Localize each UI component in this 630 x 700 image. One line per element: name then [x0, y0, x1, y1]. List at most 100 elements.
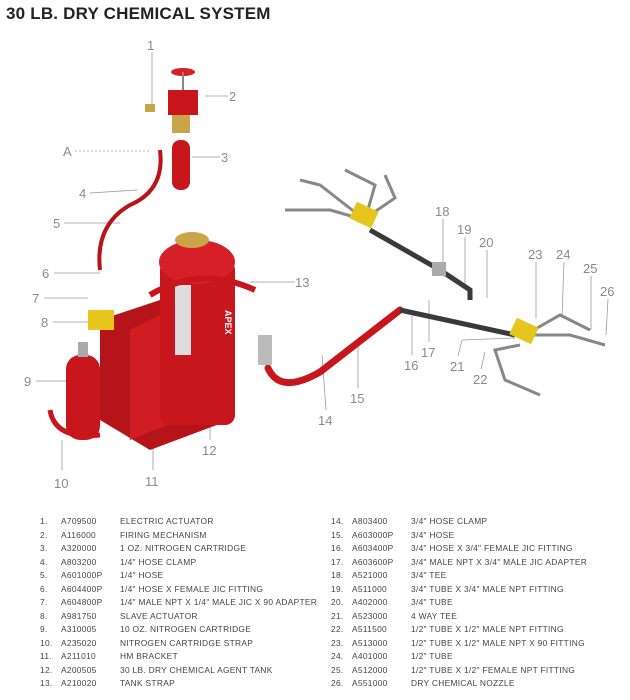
callout-17: 17	[421, 345, 435, 360]
part-number: 10.	[40, 637, 53, 648]
part-description: 30 LB. DRY CHEMICAL AGENT TANK	[120, 664, 273, 675]
slave-actuator	[88, 310, 114, 330]
part-description: NITROGEN CARTRIDGE STRAP	[120, 637, 254, 648]
callout-23: 23	[528, 247, 542, 262]
part-number: 20.	[331, 597, 344, 607]
page-title: 30 LB. DRY CHEMICAL SYSTEM	[6, 4, 271, 23]
part-code: A551000	[352, 678, 388, 688]
part-number: 18.	[331, 570, 344, 580]
part-description: 3/4" HOSE	[411, 529, 455, 540]
part-description: 1/2" TUBE X 1/2" MALE NPT FITTING	[411, 624, 564, 634]
callout-14: 14	[318, 413, 332, 428]
part-number: 24.	[331, 651, 344, 661]
parts-list-row: 15. A603000P 3/4" HOSE	[331, 530, 587, 544]
part-description: 1/4" HOSE X FEMALE JIC FITTING	[120, 583, 264, 594]
callout-1: 1	[147, 38, 154, 53]
part-code: A513000	[352, 637, 388, 648]
part-number: 22.	[331, 624, 344, 634]
part-code: A601000P	[61, 570, 103, 580]
part-code: A235020	[61, 637, 97, 648]
part-number: 13.	[40, 678, 53, 688]
part-description: 1/4" HOSE CLAMP	[120, 556, 197, 567]
parts-list-row: 24. A401000 1/2" TUBE	[331, 651, 587, 665]
callout-5: 5	[53, 216, 60, 231]
part-description: HM BRACKET	[120, 651, 178, 661]
part-number: 15.	[331, 529, 344, 540]
callouts: 1 2 3 A 4 5 6 7 8 9 10 11 12 13 14 15 16…	[24, 38, 614, 491]
callout-4: 4	[79, 186, 86, 201]
callout-18: 18	[435, 204, 449, 219]
part-number: 12.	[40, 664, 53, 675]
part-number: 4.	[40, 556, 48, 567]
ten-oz-nitrogen-cartridge	[66, 342, 100, 440]
part-code: A310005	[61, 624, 97, 634]
upper-four-way-tee	[349, 201, 379, 229]
part-number: 11.	[40, 651, 52, 661]
electric-actuator	[145, 104, 155, 112]
four-way-tee	[509, 317, 539, 345]
part-number: 19.	[331, 583, 344, 594]
callout-6: 6	[42, 266, 49, 281]
callout-10: 10	[54, 476, 68, 491]
callout-19: 19	[457, 222, 471, 237]
part-number: 16.	[331, 543, 344, 553]
callout-25: 25	[583, 261, 597, 276]
three-quarter-tee	[432, 262, 446, 276]
firing-mechanism	[168, 68, 198, 133]
part-description: 1/2" TUBE	[411, 651, 453, 661]
callout-12: 12	[202, 443, 216, 458]
part-description: ELECTRIC ACTUATOR	[120, 516, 214, 526]
part-number: 2.	[40, 529, 48, 540]
part-code: A116000	[61, 529, 97, 540]
callout-22: 22	[473, 372, 487, 387]
quarter-inch-hose	[97, 149, 163, 271]
part-number: 25.	[331, 664, 344, 675]
part-code: A603000P	[352, 529, 394, 540]
part-description: FIRING MECHANISM	[120, 529, 207, 540]
part-code: A402000	[352, 597, 388, 607]
callout-3: 3	[221, 150, 228, 165]
dry-chemical-agent-tank: APEX	[159, 232, 235, 425]
callout-2: 2	[229, 89, 236, 104]
part-number: 14.	[331, 516, 344, 526]
part-number: 5.	[40, 570, 48, 580]
part-code: A511000	[352, 583, 388, 594]
part-number: 26.	[331, 678, 344, 688]
one-oz-nitrogen-cartridge	[172, 140, 190, 190]
parts-list-row: 2. A116000 FIRING MECHANISM	[40, 530, 317, 544]
callout-9: 9	[24, 374, 31, 389]
part-code: A523000	[352, 610, 388, 621]
part-code: A401000	[352, 651, 388, 661]
callout-20: 20	[479, 235, 493, 250]
part-code: A521000	[352, 570, 388, 580]
callout-11: 11	[145, 474, 159, 489]
part-description: 1/4" MALE NPT X 1/4" MALE JIC X 90 ADAPT…	[120, 597, 318, 607]
callout-7: 7	[32, 291, 39, 306]
part-code: A200505	[61, 664, 97, 675]
nitrogen-cartridge-strap	[47, 409, 101, 439]
piping-network	[285, 168, 606, 397]
part-number: 21.	[331, 610, 344, 621]
callout-A: A	[63, 144, 72, 159]
part-code: A803400	[352, 516, 388, 526]
part-description: 10 OZ. NITROGEN CARTRIDGE	[120, 624, 252, 634]
callout-21: 21	[450, 359, 464, 374]
part-description: TANK STRAP	[120, 678, 175, 688]
